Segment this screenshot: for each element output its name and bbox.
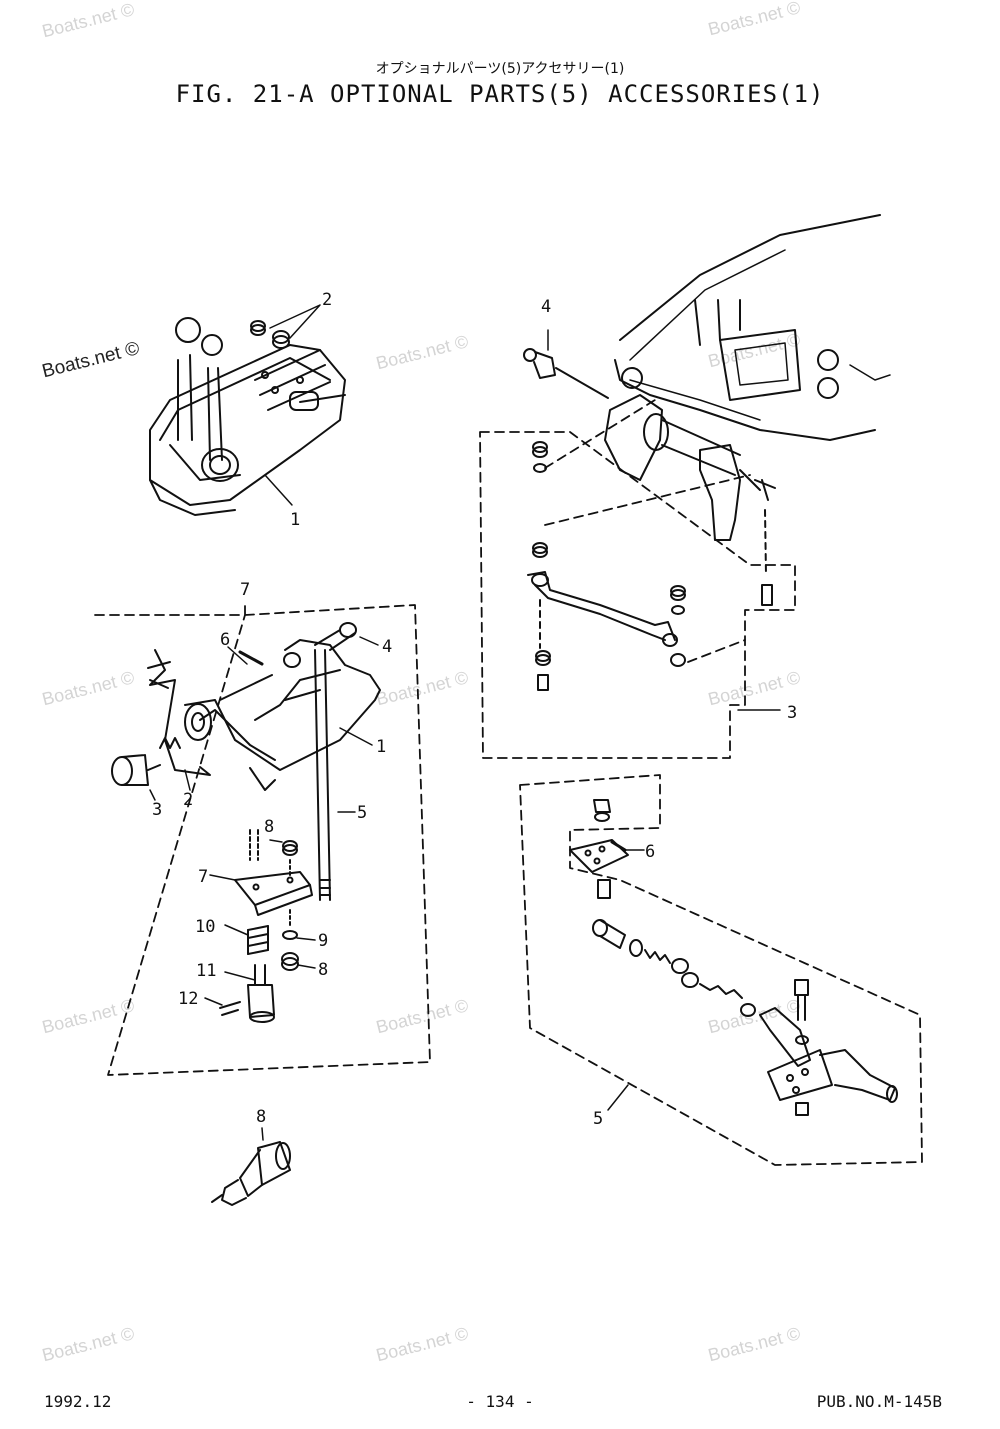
callout-nut-top: 8 (264, 817, 274, 837)
callout-remote-box: 1 (290, 510, 300, 530)
bracket-kit (111, 622, 381, 1023)
callout-remote-nuts: 2 (322, 290, 332, 310)
footer-date: 1992.12 (44, 1392, 112, 1411)
callout-kit: 7 (240, 580, 250, 600)
lever-assembly-outline (519, 774, 923, 1166)
callout-link-kit: 3 (787, 703, 797, 723)
callout-lever-plate: 6 (645, 842, 655, 862)
callout-cotter: 12 (178, 989, 198, 1009)
callout-lever-kit: 5 (593, 1109, 603, 1129)
footer-pub: PUB.NO.M-145B (816, 1392, 942, 1411)
callout-sleeve: 11 (196, 961, 216, 981)
callout-spring-clip: 2 (183, 790, 193, 810)
bracket-kit-outline (94, 599, 431, 1076)
callout-washer: 9 (318, 931, 328, 951)
fitting (211, 1127, 291, 1206)
callout-pin: 6 (220, 630, 230, 650)
callout-nut-bottom: 8 (318, 960, 328, 980)
footer-page: - 134 - (466, 1392, 534, 1411)
steering-link-outline (479, 431, 796, 759)
callout-rod: 5 (357, 803, 367, 823)
callout-bolt: 4 (382, 637, 392, 657)
callout-spring: 10 (195, 917, 215, 937)
callout-plate: 7 (198, 867, 208, 887)
lever-assembly (569, 799, 898, 1116)
callout-fitting: 8 (256, 1107, 266, 1127)
callout-link-bolt: 4 (541, 297, 551, 317)
remote-control-box (149, 304, 346, 516)
callout-bracket: 1 (376, 737, 386, 757)
outboard-bracket (523, 214, 891, 691)
japanese-title: オプショナルパーツ(5)アクセサリー(1) (375, 61, 625, 77)
figure-title: FIG. 21-A OPTIONAL PARTS(5) ACCESSORIES(… (175, 80, 825, 108)
callout-knob: 3 (152, 800, 162, 820)
